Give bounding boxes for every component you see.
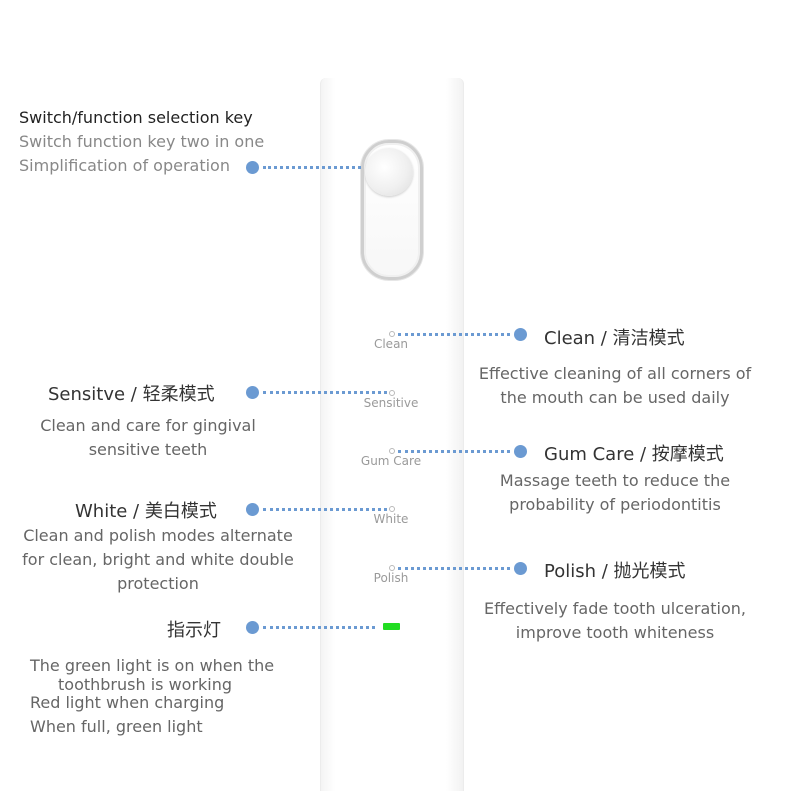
brush-label-gum-care: Gum Care	[360, 454, 422, 468]
white-mode-desc-3: protection	[117, 574, 199, 593]
clean-mode-title: Clean / 清洁模式	[544, 328, 685, 349]
callout-bullet-icon	[246, 503, 259, 516]
callout-leader-line	[263, 391, 387, 394]
polish-mode-title: Polish / 抛光模式	[544, 561, 686, 582]
callout-bullet-icon	[246, 161, 259, 174]
gum-care-mode-dot-icon	[389, 448, 395, 454]
polish-mode-desc-2: improve tooth whiteness	[515, 623, 715, 642]
callout-leader-line	[398, 450, 510, 453]
white-mode-desc-1: Clean and polish modes alternate	[23, 526, 293, 545]
brush-label-clean: Clean	[373, 337, 409, 351]
brush-label-polish: Polish	[373, 571, 409, 585]
callout-bullet-icon	[246, 621, 259, 634]
callout-leader-line	[398, 567, 510, 570]
clean-mode-desc-2: the mouth can be used daily	[500, 388, 730, 407]
indicator-desc-3: Red light when charging	[30, 693, 225, 712]
brush-label-white: White	[373, 512, 409, 526]
gum-care-mode-desc-1: Massage teeth to reduce the	[499, 471, 731, 490]
clean-mode-desc-1: Effective cleaning of all corners of	[478, 364, 752, 383]
indicator-title: 指示灯	[167, 620, 221, 641]
callout-bullet-icon	[246, 386, 259, 399]
callout-bullet-icon	[514, 562, 527, 575]
green-indicator-light	[383, 623, 400, 630]
callout-leader-line	[398, 333, 510, 336]
indicator-desc-1: The green light is on when the	[30, 656, 275, 675]
clean-mode-dot-icon	[389, 331, 395, 337]
sensitive-mode-desc-2: sensitive teeth	[88, 440, 208, 459]
callout-leader-line	[263, 166, 361, 169]
switch-key-desc-2: Simplification of operation	[19, 156, 230, 175]
indicator-desc-2: toothbrush is working	[58, 675, 233, 694]
switch-knob-icon	[365, 148, 413, 196]
indicator-desc-4: When full, green light	[30, 717, 203, 736]
callout-leader-line	[263, 508, 387, 511]
polish-mode-desc-1: Effectively fade tooth ulceration,	[483, 599, 747, 618]
gum-care-mode-title: Gum Care / 按摩模式	[544, 444, 724, 465]
callout-bullet-icon	[514, 328, 527, 341]
white-mode-title: White / 美白模式	[75, 501, 217, 522]
switch-key-desc-1: Switch function key two in one	[19, 132, 265, 151]
white-mode-dot-icon	[389, 506, 395, 512]
sensitive-mode-title: Sensitve / 轻柔模式	[48, 384, 215, 405]
gum-care-mode-desc-2: probability of periodontitis	[509, 495, 721, 514]
brush-label-sensitive: Sensitive	[363, 396, 419, 410]
polish-mode-dot-icon	[389, 565, 395, 571]
callout-leader-line	[263, 626, 375, 629]
callout-bullet-icon	[514, 445, 527, 458]
sensitive-mode-dot-icon	[389, 390, 395, 396]
white-mode-desc-2: for clean, bright and white double	[22, 550, 294, 569]
switch-key-title: Switch/function selection key	[19, 108, 253, 127]
sensitive-mode-desc-1: Clean and care for gingival	[40, 416, 256, 435]
